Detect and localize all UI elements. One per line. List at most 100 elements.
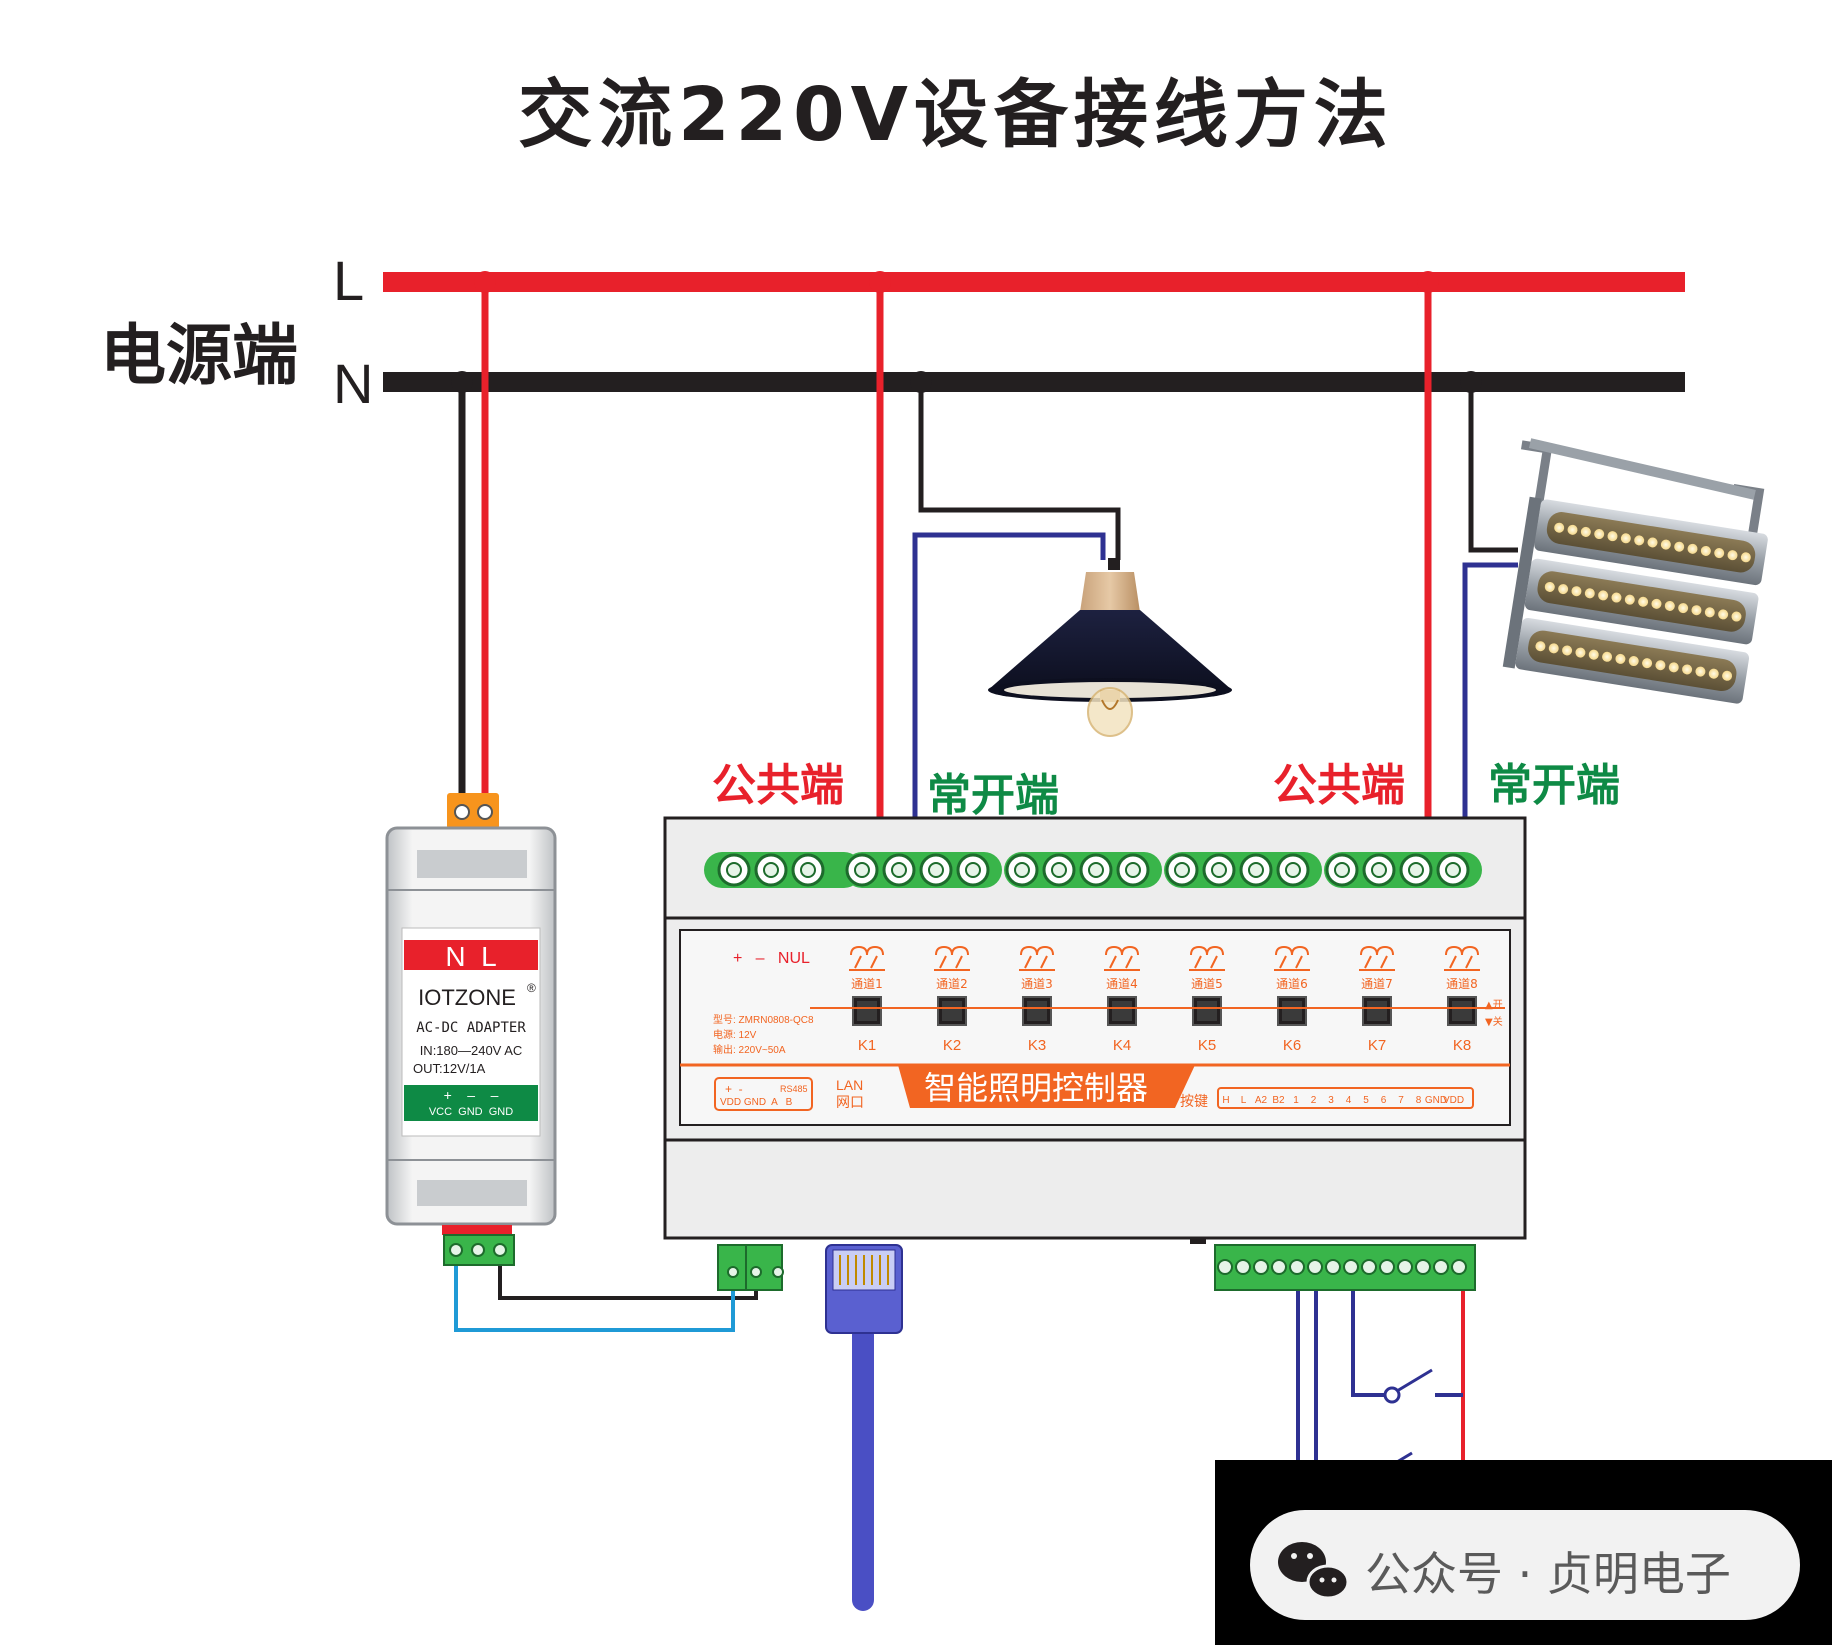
channel-label: 通道4 [1106,977,1138,991]
output-rating-label: 输出: 220V~50A [713,1043,786,1056]
led-dot [1642,658,1653,669]
led-dot [1607,531,1618,542]
led-dot [1722,670,1733,681]
key-label: K4 [1113,1037,1131,1054]
led-dot [1544,581,1555,592]
key-label: K5 [1198,1037,1216,1054]
lan-label-cn: 网口 [836,1095,864,1111]
key-label: K8 [1453,1037,1471,1054]
led-dot [1655,660,1666,671]
rs485-signs: + - [725,1082,743,1096]
key-pin-label: GND [1425,1095,1447,1106]
key-pin-label: A2 [1255,1095,1268,1106]
relay-symbol-icon [1189,945,1225,971]
key-connector-pin [1343,1259,1359,1275]
controller-name-banner [898,1065,1195,1108]
power-rs485-connector [717,1244,783,1291]
led-dot [1624,594,1635,605]
power-pins-label: + – NUL [733,950,810,967]
on-label: ▲开 [1485,1000,1503,1011]
led-dot [1660,539,1671,550]
switch-1 [1383,1368,1433,1404]
flood-light [1502,438,1768,704]
key-connector-pin [1415,1259,1431,1275]
key-connector-pin [1433,1259,1449,1275]
relay-symbol-icon [934,945,970,971]
key-pin-label: 8 [1416,1095,1422,1106]
led-dot [1647,537,1658,548]
led-dot [1708,668,1719,679]
adapter-output: OUT:12V/1A [413,1061,486,1076]
no-terminal-label-2: 常开端 [1488,760,1620,811]
led-dot [1588,649,1599,660]
watermark: 公众号 · 贞明电子 [1215,1460,1832,1645]
common-terminal-label-2: 公共端 [1273,760,1405,811]
diagram-title: 交流220V设备接线方法 [518,72,1394,158]
led-dot [1714,548,1725,559]
key-connector-pin [1307,1259,1323,1275]
adapter-nl-label: N L [445,941,496,972]
junction-dot [910,371,932,393]
led-dot [1740,552,1751,563]
key-connector-pin [1253,1259,1269,1275]
line-n-label: N [333,352,373,415]
live-rail [383,272,1685,292]
led-dot [1634,535,1645,546]
channel-label: 通道6 [1276,977,1308,991]
common-terminal-label-1: 公共端 [712,760,844,811]
flood-neutral-wire [1468,382,1518,553]
key-pin-label: VDD [1443,1095,1464,1106]
led-dot [1731,611,1742,622]
key2-wire [1314,1275,1365,1480]
wechat-icon [1278,1542,1350,1600]
line-l-label: L [333,249,364,312]
channel-label: 通道7 [1361,977,1393,991]
adapter-pin-signs: + – – [444,1087,499,1103]
relay-symbol-icon [1104,945,1140,971]
led-dot [1727,550,1738,561]
led-dot [1535,641,1546,652]
led-dot [1602,651,1613,662]
relay-symbol-icon [849,945,885,971]
led-dot [1562,645,1573,656]
key-connector-pin [1289,1259,1305,1275]
channel-label: 通道2 [936,977,968,991]
adapter-input: IN:180—240V AC [420,1043,523,1058]
key-pin-label: 1 [1293,1095,1299,1106]
key-label: K1 [858,1037,876,1054]
model-label: 型号: ZMRN0808-QC8 [713,1013,814,1026]
led-dot [1704,607,1715,618]
lan-label-en: LAN [836,1077,863,1093]
key-pin-label: 4 [1346,1095,1352,1106]
led-dot [1695,666,1706,677]
led-dot [1651,598,1662,609]
key-pin-label: L [1241,1095,1247,1106]
flood-switched-wire [1462,562,1518,868]
pendant-lamp [988,558,1232,737]
key-connector-pin [1217,1259,1233,1275]
junction-dot [474,271,496,293]
led-dot [1682,664,1693,675]
key-pin-label: 7 [1398,1095,1404,1106]
key-pin-label: 3 [1328,1095,1334,1106]
lighting-controller: + – NUL 通道1K1通道2K2通道3K3通道4K4通道5K5通道6K6通道… [663,816,1527,1244]
key-label: K6 [1283,1037,1301,1054]
watermark-text: 公众号 · 贞明电子 [1365,1547,1731,1601]
key-pin-label: 2 [1311,1095,1317,1106]
led-dot [1628,656,1639,667]
key-pin-label: H [1222,1095,1229,1106]
off-label: ▼关 [1485,1015,1503,1028]
junction-dot [451,371,473,393]
led-dot [1611,592,1622,603]
keys-label: 按键 [1180,1094,1208,1110]
power-source-label: 电源端 [100,317,298,394]
key-pin-label: 6 [1381,1095,1387,1106]
relay-symbol-icon [1019,945,1055,971]
controller-connectors [717,1244,1476,1334]
adapter-registered: ® [527,981,536,995]
